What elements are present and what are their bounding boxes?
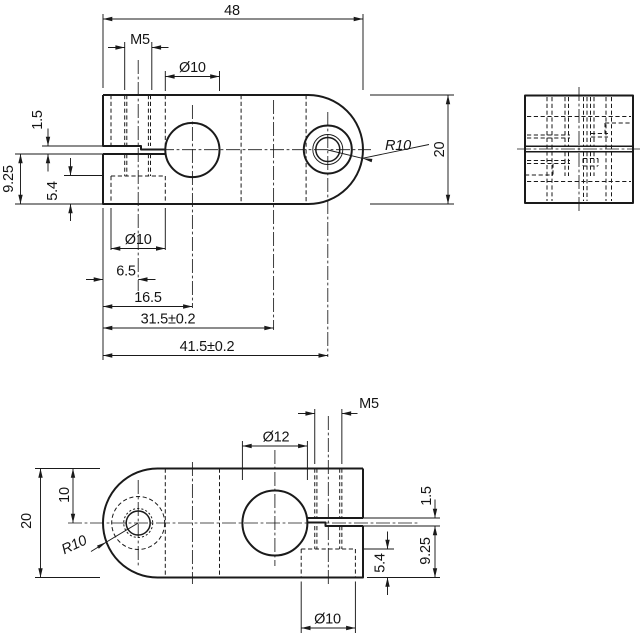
top-hidden-counterbore [110,175,166,204]
dim-front-cbore-depth: 5.4 [373,553,389,573]
dim-front-bore-from-top: 10 [57,487,73,503]
dim-top-cross-bore-pos: 31.5±0.2 [141,312,196,328]
side-hidden-vertical [546,97,612,201]
side-slit [525,145,633,153]
dim-top-screw-pos: 41.5±0.2 [180,339,235,355]
dim-front-slit: 1.5 [419,486,435,506]
front-view: 20 10 R10 Ø12 M5 1.5 9.25 5.4 Ø10 [19,396,440,633]
dim-front-slit-to-bottom: 9.25 [418,537,434,565]
dim-top-thread: M5 [130,32,150,48]
dim-top-bore-dia: Ø10 [179,60,206,76]
dim-front-cbore-dia: Ø10 [314,612,341,628]
front-center-lines [68,416,420,585]
dim-front-thread: M5 [359,396,379,412]
r10-top-arrow [362,158,373,163]
side-view [517,87,640,211]
dim-top-radius: R10 [385,138,411,154]
side-center-lines [517,87,640,211]
top-view-outline [102,94,364,205]
dim-top-cbore-dia: Ø10 [125,232,152,248]
dim-top-slit: 1.5 [30,110,46,130]
dim-front-bore-dia: Ø12 [263,430,290,446]
r10-front-arrow [97,542,107,549]
dim-overall-length: 48 [224,3,240,19]
front-view-outline [102,467,364,579]
dim-top-width: 20 [432,142,448,158]
dim-front-radius: R10 [59,533,89,559]
top-view: 48 M5 Ø10 1.5 9.25 5.4 Ø10 6.5 16 [1,3,454,360]
top-hidden-cross-bore [240,95,307,204]
side-hidden-horizontal [525,116,633,182]
dim-top-slit-to-bottom: 9.25 [1,165,17,193]
top-center-lines [137,60,371,357]
dim-top-cbore-depth: 5.4 [45,181,61,201]
front-hidden-counterbore [300,548,356,578]
dim-top-screw-offset: 6.5 [116,264,136,280]
top-hidden-thread [110,95,166,176]
dim-front-height: 20 [19,513,35,529]
dim-top-bore-offset: 16.5 [134,290,162,306]
side-view-outline [524,94,634,204]
